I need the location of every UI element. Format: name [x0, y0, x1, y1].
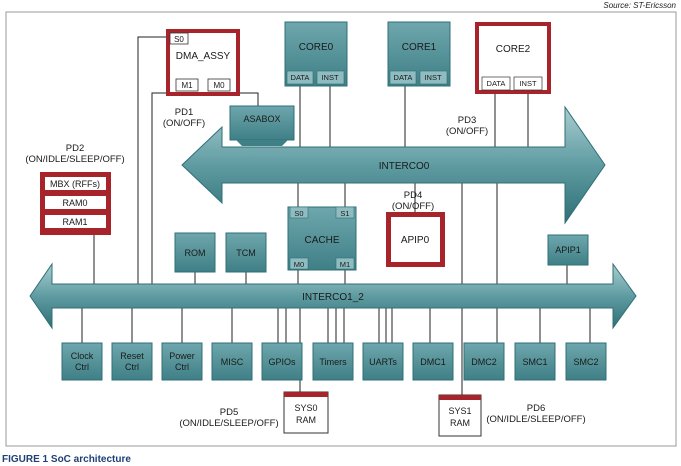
timers-label: Timers: [319, 357, 347, 367]
cache-m0-port: M0: [294, 260, 304, 269]
source-note: Source: ST-Ericsson: [603, 1, 676, 10]
smc2-block: SMC2: [565, 342, 607, 381]
core0-inst-port: INST: [321, 73, 339, 82]
ram0-label: RAM0: [62, 198, 87, 208]
sys0-line2: RAM: [296, 415, 316, 425]
pd1-label: PD1 (ON/OFF): [163, 107, 205, 129]
apip1-block: APIP1: [547, 234, 589, 266]
clock-ctrl-block: Clock Ctrl: [61, 342, 103, 381]
core2-block: CORE2 DATA INST: [475, 22, 551, 94]
gpios-label: GPIOs: [268, 357, 296, 367]
core0-block: CORE0 DATA INST: [284, 21, 348, 87]
reset-ctrl-line1: Reset: [120, 351, 144, 361]
misc-block: MISC: [211, 342, 253, 381]
interco1-2-label: INTERCO1_2: [302, 292, 364, 303]
rom-label: ROM: [185, 248, 206, 258]
pd6-name: PD6: [527, 403, 545, 414]
power-ctrl-line2: Ctrl: [175, 362, 189, 372]
sys1-ram-block: SYS1 RAM: [438, 394, 482, 437]
core2-inst-port: INST: [519, 79, 537, 88]
figure-caption: FIGURE 1 SoC architecture: [2, 454, 131, 465]
clock-ctrl-line2: Ctrl: [75, 362, 89, 372]
diagram-frame: [5, 11, 677, 447]
uarts-label: UARTs: [369, 357, 397, 367]
pd5-label: PD5 (ON/IDLE/SLEEP/OFF): [179, 407, 278, 429]
figure-caption-text: SoC architecture: [51, 454, 131, 465]
reset-ctrl-block: Reset Ctrl: [111, 342, 153, 381]
dma-s0-port: S0: [174, 35, 184, 44]
dmc2-block: DMC2: [463, 342, 505, 381]
pd4-state: (ON/OFF): [392, 201, 434, 212]
core1-inst-port: INST: [424, 73, 442, 82]
apip1-label: APIP1: [555, 245, 581, 255]
sys1-line2: RAM: [450, 418, 470, 428]
core0-label: CORE0: [299, 42, 334, 53]
rom-block: ROM: [174, 232, 216, 273]
core2-data-port: DATA: [487, 79, 506, 88]
misc-label: MISC: [221, 357, 244, 367]
cache-block: S0 S1 CACHE M0 M1: [287, 206, 357, 271]
figure-caption-label: FIGURE 1: [2, 454, 49, 465]
cache-label: CACHE: [304, 235, 339, 246]
dmc1-label: DMC1: [420, 357, 446, 367]
dma-m0-port: M0: [213, 81, 225, 90]
pd2-label: PD2 (ON/IDLE/SLEEP/OFF): [25, 143, 124, 165]
smc1-label: SMC1: [522, 357, 547, 367]
apip0-label: APIP0: [401, 235, 430, 246]
dmc1-block: DMC1: [412, 342, 454, 381]
interco1-2-bus: INTERCO1_2: [29, 262, 637, 330]
pd3-label: PD3 (ON/OFF): [446, 115, 488, 137]
tcm-block: TCM: [225, 232, 267, 273]
cache-s0-port: S0: [294, 209, 303, 218]
sys0-line1: SYS0: [294, 403, 317, 413]
apip0-block: APIP0: [386, 212, 445, 267]
dma-assy-block: S0 DMA_ASSY M1 M0: [166, 29, 240, 96]
gpios-block: GPIOs: [261, 342, 303, 381]
smc2-label: SMC2: [573, 357, 598, 367]
peripheral-row: Clock Ctrl Reset Ctrl Power Ctrl MISC GP…: [61, 342, 607, 381]
interco0-label: INTERCO0: [379, 161, 430, 172]
pd4-label: PD4 (ON/OFF): [392, 190, 434, 212]
timers-block: Timers: [312, 342, 354, 381]
clock-ctrl-line1: Clock: [71, 351, 94, 361]
core0-data-port: DATA: [291, 73, 310, 82]
pd6-label: PD6 (ON/IDLE/SLEEP/OFF): [486, 403, 585, 425]
pd2-memory-group: MBX (RFFs) RAM0 RAM1: [40, 172, 111, 235]
pd5-name: PD5: [220, 407, 238, 418]
pd3-name: PD3: [458, 115, 476, 126]
mbx-label: MBX (RFFs): [50, 179, 100, 189]
core1-label: CORE1: [402, 42, 437, 53]
core1-block: CORE1 DATA INST: [387, 21, 451, 87]
pd4-name: PD4: [404, 190, 422, 201]
dma-m1-port: M1: [181, 81, 193, 90]
dma-assy-label: DMA_ASSY: [176, 51, 231, 62]
cache-s1-port: S1: [340, 209, 349, 218]
reset-ctrl-line2: Ctrl: [125, 362, 139, 372]
power-ctrl-block: Power Ctrl: [161, 342, 203, 381]
sys0-ram-block: SYS0 RAM: [283, 391, 329, 434]
ram1-label: RAM1: [62, 217, 87, 227]
pd6-state: (ON/IDLE/SLEEP/OFF): [486, 414, 585, 425]
power-ctrl-line1: Power: [169, 351, 195, 361]
pd5-state: (ON/IDLE/SLEEP/OFF): [179, 418, 278, 429]
uarts-block: UARTs: [362, 342, 404, 381]
core2-label: CORE2: [496, 44, 531, 55]
sys1-line1: SYS1: [448, 406, 471, 416]
pd2-name: PD2: [66, 143, 84, 154]
asabox-block: ASABOX: [229, 105, 295, 146]
pd3-state: (ON/OFF): [446, 126, 488, 137]
dmc2-label: DMC2: [471, 357, 497, 367]
tcm-label: TCM: [236, 248, 256, 258]
pd1-name: PD1: [175, 107, 193, 118]
pd2-state: (ON/IDLE/SLEEP/OFF): [25, 154, 124, 165]
interco0-bus: INTERCO0: [181, 105, 606, 225]
asabox-label: ASABOX: [243, 114, 280, 124]
pd1-state: (ON/OFF): [163, 118, 205, 129]
core1-data-port: DATA: [394, 73, 413, 82]
cache-m1-port: M1: [340, 260, 350, 269]
smc1-block: SMC1: [514, 342, 556, 381]
